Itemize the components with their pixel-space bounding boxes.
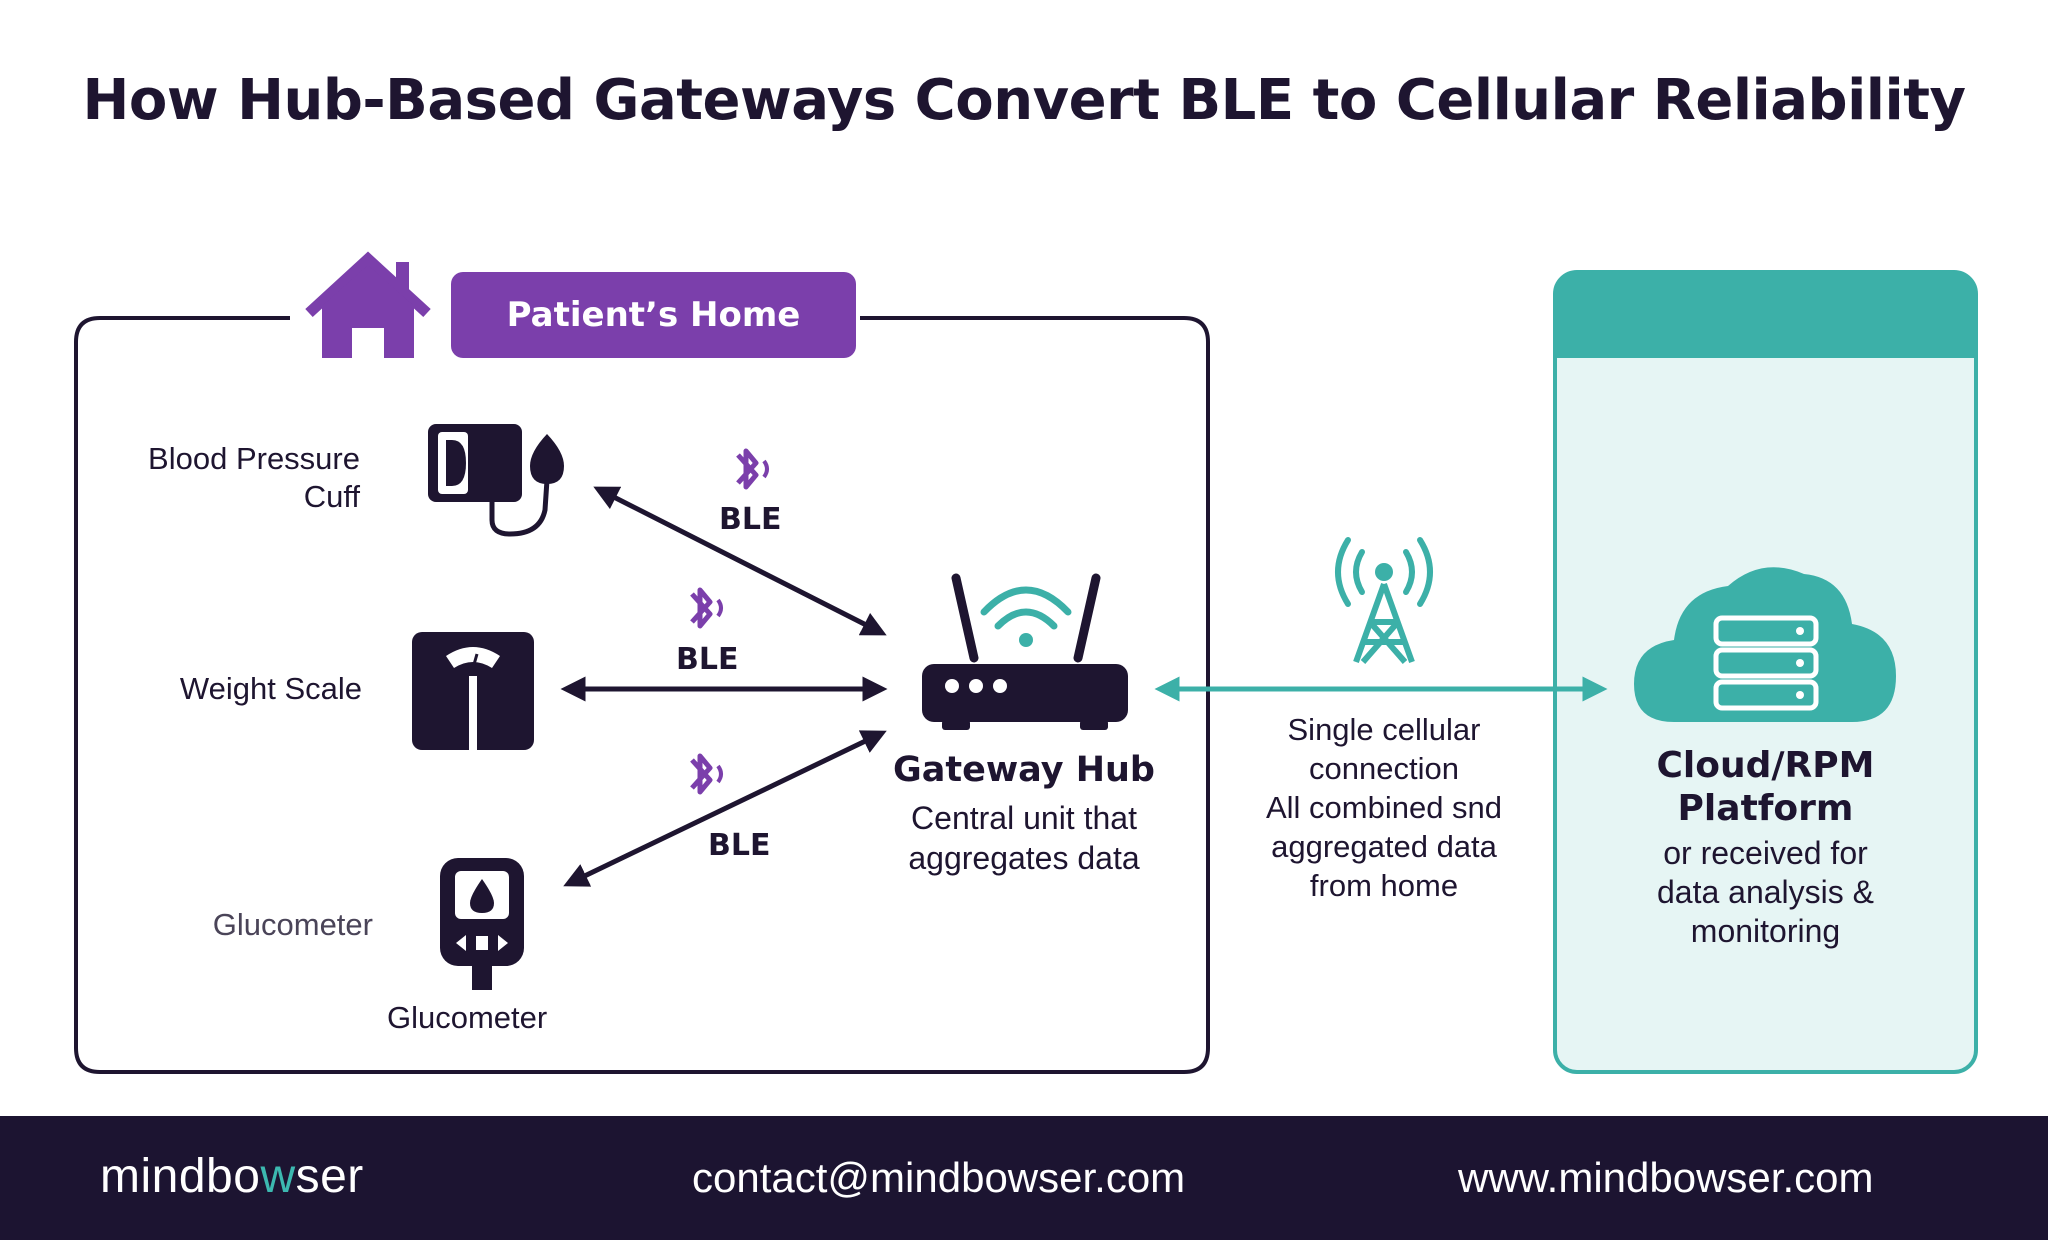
brand-logo: mindbowser [100,1149,364,1204]
gateway-hub-desc-line1: Central unit that [911,800,1137,836]
bp-cuff-label-line1: Blood Pressure [148,441,360,476]
brand-logo-part2: ser [295,1150,364,1203]
cloud-desc-line3: monitoring [1690,913,1841,949]
cellular-connection-text: Single cellular connection All combined … [1222,710,1546,905]
cell-tower-icon [1335,537,1433,664]
ble-link-bp [593,486,887,636]
ble-label-scale: BLE [676,642,739,677]
cellular-line5: from home [1309,868,1459,903]
ble-link-glucometer [563,730,887,887]
bp-cuff-label: Blood Pressure Cuff [148,440,360,516]
glucometer-label-bottom: Glucometer [387,1000,548,1035]
bp-cuff-label-line2: Cuff [303,479,360,514]
cloud-title-line1: Cloud/RPM [1656,745,1875,786]
weight-scale-label: Weight Scale [179,671,362,706]
brand-logo-accent: w [260,1150,296,1203]
ble-label-glucometer: BLE [708,828,771,863]
home-frame [74,316,1210,1074]
contact-email-link[interactable]: contact@mindbowser.com [692,1154,1186,1201]
glucometer-label-left: Glucometer [212,907,373,942]
cellular-line2: connection [1309,751,1459,786]
cloud-platform-title: Cloud/RPM Platform [1555,744,1976,830]
cloud-platform-description: or received for data analysis & monitori… [1555,834,1976,951]
page-title: How Hub-Based Gateways Convert BLE to Ce… [82,68,1966,133]
cellular-line3: All combined snd [1265,790,1503,825]
bluetooth-icon [690,753,723,795]
bluetooth-icon [736,448,769,490]
gateway-hub-description: Central unit that aggregates data [868,798,1180,878]
house-icon [305,251,431,358]
cloud-desc-line1: or received for [1663,835,1868,871]
brand-logo-part1: mindbo [100,1150,261,1203]
cellular-line1: Single cellular [1287,712,1481,747]
gateway-hub-title: Gateway Hub [893,750,1155,790]
cloud-server-icon [1634,567,1896,722]
ble-label-bp: BLE [719,502,782,537]
router-icon [922,573,1128,730]
blood-pressure-cuff-icon [428,424,564,537]
bluetooth-icon [690,587,723,629]
patients-home-tag: Patient’s Home [451,272,856,358]
gateway-hub-desc-line2: aggregates data [908,840,1140,876]
cloud-desc-line2: data analysis & [1656,874,1874,910]
cloud-title-line2: Platform [1677,788,1854,829]
website-link[interactable]: www.mindbowser.com [1458,1154,1874,1201]
weight-scale-icon [412,632,534,750]
glucometer-icon [440,858,524,990]
footer-bar: mindbowser contact@mindbowser.com www.mi… [0,1116,2048,1240]
cellular-line4: aggregated data [1271,829,1497,864]
